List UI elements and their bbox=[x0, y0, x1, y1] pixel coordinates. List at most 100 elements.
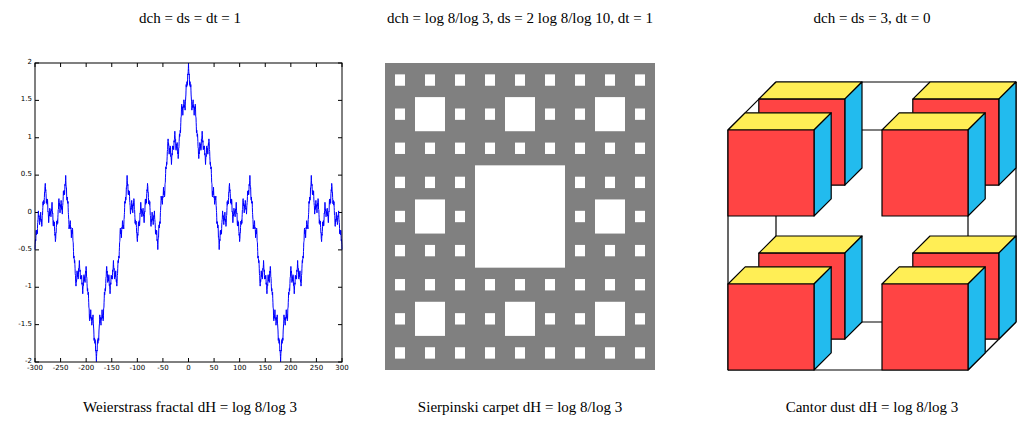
cube-front bbox=[728, 130, 814, 216]
panel-heading: dch = log 8/log 3, ds = 2 log 8/log 10, … bbox=[387, 10, 653, 27]
panel-heading: dch = ds = dt = 1 bbox=[139, 10, 241, 27]
carpet-hole bbox=[395, 74, 405, 85]
weierstrass-curve bbox=[35, 63, 342, 361]
carpet-hole bbox=[635, 108, 645, 119]
carpet-hole bbox=[635, 177, 645, 188]
carpet-hole bbox=[415, 97, 445, 131]
carpet-hole bbox=[595, 302, 625, 336]
y-tick-label: -1.5 bbox=[18, 321, 32, 329]
carpet-hole bbox=[395, 108, 405, 119]
carpet-hole bbox=[455, 177, 465, 188]
x-tick-label: 50 bbox=[210, 365, 219, 373]
carpet-hole bbox=[635, 245, 645, 256]
x-tick-label: -200 bbox=[78, 365, 94, 373]
panel-caption: Cantor dust dH = log 8/log 3 bbox=[786, 399, 959, 416]
carpet-hole bbox=[575, 313, 585, 324]
x-tick-label: -100 bbox=[129, 365, 145, 373]
tick-mark bbox=[35, 324, 39, 325]
carpet-hole bbox=[515, 143, 525, 154]
carpet-hole bbox=[575, 108, 585, 119]
cube-side bbox=[814, 113, 831, 216]
carpet-hole bbox=[455, 313, 465, 324]
carpet-hole bbox=[455, 211, 465, 222]
carpet-hole bbox=[485, 279, 495, 290]
carpet-hole bbox=[545, 347, 555, 358]
carpet-hole bbox=[395, 347, 405, 358]
carpet-hole bbox=[635, 211, 645, 222]
cube-side bbox=[845, 82, 862, 185]
carpet-hole bbox=[455, 108, 465, 119]
carpet-hole bbox=[575, 245, 585, 256]
carpet-hole bbox=[515, 74, 525, 85]
weierstrass-plot bbox=[35, 63, 342, 362]
cube-top bbox=[728, 113, 831, 130]
carpet-hole bbox=[545, 74, 555, 85]
carpet-hole bbox=[575, 347, 585, 358]
y-tick-label: 1 bbox=[28, 134, 32, 142]
carpet-hole bbox=[415, 199, 445, 233]
carpet-hole bbox=[395, 211, 405, 222]
tick-mark bbox=[162, 358, 163, 362]
carpet-hole bbox=[635, 74, 645, 85]
cube-top bbox=[759, 236, 862, 253]
tick-mark bbox=[290, 358, 291, 362]
tick-mark bbox=[60, 63, 61, 67]
tick-mark bbox=[35, 249, 39, 250]
carpet-hole bbox=[485, 313, 495, 324]
tick-mark bbox=[316, 358, 317, 362]
carpet-hole bbox=[635, 313, 645, 324]
plot-frame bbox=[35, 63, 342, 362]
x-tick-label: 300 bbox=[335, 365, 348, 373]
carpet-hole bbox=[425, 177, 435, 188]
y-tick-label: 2 bbox=[28, 59, 32, 67]
tick-mark bbox=[338, 287, 342, 288]
tick-mark bbox=[316, 63, 317, 67]
tick-mark bbox=[35, 287, 39, 288]
carpet-hole bbox=[605, 143, 615, 154]
carpet-hole bbox=[545, 313, 555, 324]
cube-top bbox=[913, 82, 1016, 99]
x-tick-label: -50 bbox=[157, 365, 168, 373]
carpet-hole bbox=[545, 279, 555, 290]
tick-mark bbox=[338, 137, 342, 138]
carpet-hole bbox=[505, 302, 535, 336]
carpet-hole bbox=[425, 74, 435, 85]
carpet-hole bbox=[575, 74, 585, 85]
carpet-hole bbox=[575, 177, 585, 188]
x-tick-label: -250 bbox=[53, 365, 69, 373]
cube-side bbox=[845, 236, 862, 339]
y-tick-label: -0.5 bbox=[18, 246, 32, 254]
carpet-hole bbox=[425, 347, 435, 358]
x-tick-label: 200 bbox=[284, 365, 297, 373]
cube-top bbox=[728, 267, 831, 284]
cantor-dust bbox=[728, 82, 1016, 370]
y-tick-label: -1 bbox=[25, 283, 32, 291]
carpet-hole bbox=[485, 143, 495, 154]
carpet-hole bbox=[395, 313, 405, 324]
cube-side bbox=[999, 82, 1016, 185]
tick-mark bbox=[338, 175, 342, 176]
cube-side bbox=[814, 267, 831, 370]
tick-mark bbox=[338, 249, 342, 250]
carpet-hole bbox=[635, 143, 645, 154]
carpet-hole bbox=[455, 279, 465, 290]
carpet-hole bbox=[485, 74, 495, 85]
cube-side bbox=[999, 236, 1016, 339]
x-tick-label: -300 bbox=[27, 365, 43, 373]
carpet-hole bbox=[605, 347, 615, 358]
cube-top bbox=[882, 113, 985, 130]
carpet-hole bbox=[605, 177, 615, 188]
tick-mark bbox=[35, 100, 39, 101]
carpet-hole bbox=[425, 245, 435, 256]
x-tick-label: 100 bbox=[233, 365, 246, 373]
carpet-hole bbox=[595, 97, 625, 131]
carpet-hole bbox=[395, 143, 405, 154]
cube-top bbox=[759, 82, 862, 99]
carpet-hole bbox=[575, 143, 585, 154]
tick-mark bbox=[239, 63, 240, 67]
tick-mark bbox=[35, 137, 39, 138]
carpet-hole bbox=[515, 347, 525, 358]
tick-mark bbox=[214, 63, 215, 67]
tick-mark bbox=[265, 63, 266, 67]
